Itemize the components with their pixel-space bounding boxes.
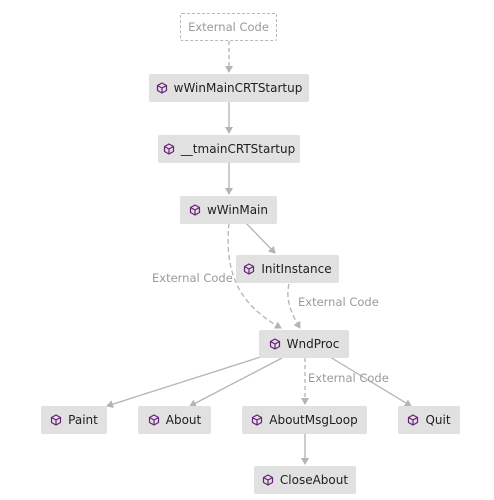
edge-label-external-code: External Code	[298, 295, 379, 309]
node-closeabout[interactable]: CloseAbout	[254, 466, 356, 494]
node-about[interactable]: About	[138, 406, 211, 434]
node-aboutmsgloop[interactable]: AboutMsgLoop	[242, 406, 367, 434]
method-cube-icon	[148, 414, 160, 426]
method-cube-icon	[189, 204, 201, 216]
node-wwinmain[interactable]: wWinMain	[180, 196, 277, 224]
edge-initinstance-to-wndproc	[287, 283, 301, 329]
node-tmaincrtstartup[interactable]: __tmainCRTStartup	[158, 135, 300, 163]
node-quit[interactable]: Quit	[398, 406, 460, 434]
edge-wwinmain-to-initinstance	[245, 222, 276, 254]
method-cube-icon	[269, 338, 281, 350]
edge-wwinmain-to-wndproc	[227, 222, 282, 329]
method-cube-icon	[243, 263, 255, 275]
node-label: Quit	[425, 413, 451, 427]
method-cube-icon	[50, 414, 62, 426]
edge-wndproc-to-quit	[329, 356, 412, 407]
edge-label-external-code: External Code	[152, 271, 233, 285]
node-label: wWinMainCRTStartup	[173, 81, 303, 95]
method-cube-icon	[262, 474, 274, 486]
node-label: CloseAbout	[279, 473, 349, 487]
edge-wndproc-to-about	[189, 357, 283, 407]
method-cube-icon	[251, 414, 263, 426]
edge-label-external-code: External Code	[308, 371, 389, 385]
node-label: AboutMsgLoop	[269, 413, 358, 427]
node-label: WndProc	[286, 337, 340, 351]
method-cube-icon	[156, 82, 168, 94]
node-label: Paint	[68, 413, 98, 427]
node-label: About	[165, 413, 202, 427]
node-paint[interactable]: Paint	[41, 406, 107, 434]
node-wndproc[interactable]: WndProc	[259, 330, 349, 358]
method-cube-icon	[407, 414, 419, 426]
node-label: __tmainCRTStartup	[180, 142, 296, 156]
node-label: wWinMain	[206, 203, 268, 217]
external-code-node[interactable]: External Code	[180, 13, 277, 41]
method-cube-icon	[163, 143, 175, 155]
external-code-node-label: External Code	[188, 20, 269, 34]
edge-wndproc-to-paint	[106, 353, 271, 408]
node-initinstance[interactable]: InitInstance	[236, 255, 339, 283]
node-wwinmaincrtstartup[interactable]: wWinMainCRTStartup	[149, 74, 309, 102]
node-label: InitInstance	[261, 262, 332, 276]
